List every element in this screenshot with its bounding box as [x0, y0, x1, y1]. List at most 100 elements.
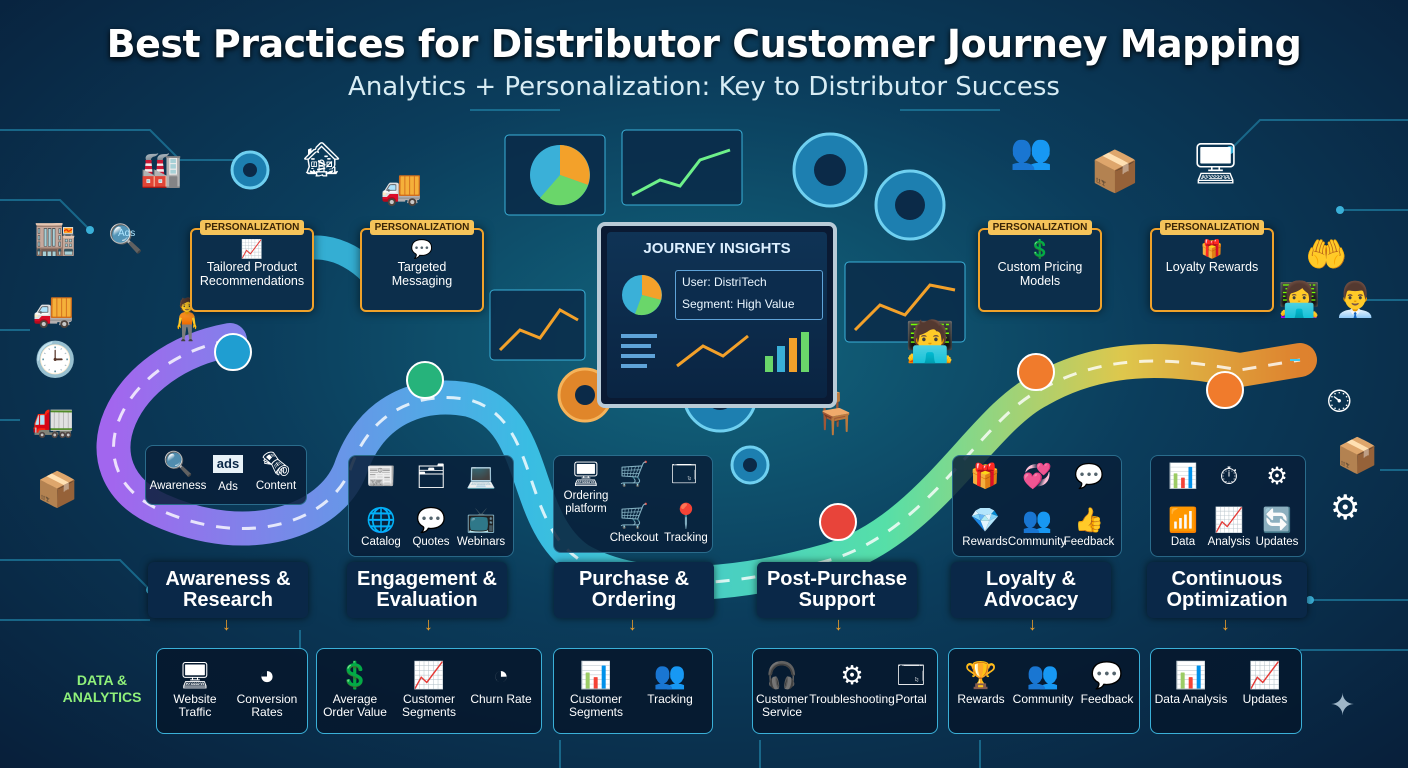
analytics-label: Feedback: [1080, 692, 1134, 706]
comment-icon: 💬: [1074, 463, 1104, 490]
pie-chart-icon: [622, 275, 662, 316]
analytics-box-engagement: 💲Average Order Value 📈Customer Segments …: [316, 648, 542, 734]
thumbs-up-icon: 👍: [1074, 507, 1104, 534]
ads-bubble: Ads: [118, 228, 136, 239]
people-tracking-icon: 👥: [653, 660, 687, 690]
bar-growth-icon: 📊: [1168, 463, 1198, 490]
stage-loyalty: Loyalty & Advocacy: [951, 562, 1111, 618]
feedback-bubble-icon: 💬: [1090, 660, 1124, 690]
personalization-text: Tailored Product Recommendations: [199, 260, 305, 288]
analytics-label: Community: [1012, 692, 1074, 706]
laptop-play-icon: 💻: [466, 463, 496, 490]
gear-settings-icon: ⚙: [1330, 489, 1361, 527]
personalization-tag: PERSONALIZATION: [1160, 220, 1264, 235]
community-people-icon: 👥: [1026, 660, 1060, 690]
hand-support-icon: 🤲: [1305, 236, 1348, 274]
gauge-icon: ⏲: [1326, 382, 1353, 420]
conversion-pie-icon: ◕: [259, 660, 275, 690]
dollar-icon: 💲: [1028, 239, 1052, 259]
website-traffic-icon: 🖥: [178, 660, 212, 690]
stage-post-purchase: Post-Purchase Support: [757, 562, 917, 618]
data-analytics-label: DATA & ANALYTICS: [62, 672, 142, 705]
icon-label: Quotes: [412, 536, 450, 548]
gift-box-icon: 🎁: [970, 463, 1000, 490]
personalization-loyalty: PERSONALIZATION 🎁 Loyalty Rewards: [1150, 220, 1274, 312]
person-laptop-icon: 👩‍💻: [1278, 281, 1321, 319]
analytics-label: Updates: [1242, 692, 1288, 706]
refresh-icon: 🔄: [1262, 507, 1292, 534]
person-shield-icon: 👨‍💼: [1334, 281, 1377, 319]
user-info-box: User: DistriTech Segment: High Value: [675, 270, 823, 320]
delivery-truck-icon: 🚚: [380, 169, 423, 207]
icon-label: Feedback: [1063, 536, 1115, 548]
stage-optimization: Continuous Optimization: [1147, 562, 1307, 618]
location-pin-icons: [213, 333, 1245, 542]
icon-label: Catalog: [361, 536, 401, 548]
segments-chart-icon: 📈: [412, 660, 446, 690]
icon-label: Updates: [1255, 536, 1299, 548]
personalization-text: Loyalty Rewards: [1165, 260, 1259, 274]
analytics-label: Customer Service: [755, 692, 808, 719]
warehouse-icon: 🏭: [140, 151, 183, 189]
clock-icon: 🕒: [34, 341, 77, 379]
updates-chart-icon: 📈: [1248, 660, 1282, 690]
insights-user: User: DistriTech: [682, 275, 767, 289]
analytics-label: Website Traffic: [173, 692, 217, 719]
speedometer-icon: ⏱: [1219, 463, 1239, 490]
analytics-label: Churn Rate: [470, 692, 532, 706]
icon-label: Ads: [218, 481, 238, 493]
icon-label: Tracking: [664, 532, 708, 544]
icon-label: Awareness: [149, 480, 207, 492]
personalization-pricing: PERSONALIZATION 💲 Custom Pricing Models: [978, 220, 1102, 312]
ads-search-icon: 🔍: [108, 223, 143, 254]
icon-label: Content: [255, 480, 297, 492]
coin-icon: 💲: [338, 660, 372, 690]
analysis-icon: 📈: [1214, 507, 1244, 534]
message-icon: 💬: [410, 239, 434, 259]
stage-engagement: Engagement & Evaluation: [347, 562, 507, 618]
segments-bar-icon: 📊: [579, 660, 613, 690]
down-arrow-icon: ↓: [1221, 614, 1230, 634]
community-icon: 👥: [1022, 507, 1052, 534]
analytics-label: Portal: [895, 692, 927, 706]
cart-icon: 🛒: [619, 461, 649, 488]
analytics-label: Customer Segments: [401, 692, 457, 719]
personalization-text: Targeted Messaging: [391, 260, 453, 288]
personalization-tag: PERSONALIZATION: [370, 220, 474, 235]
content-icon: 🗞: [260, 451, 292, 478]
quotes-doc-icon: 🗂: [415, 463, 447, 490]
personalization-recommendations: PERSONALIZATION 📈 Tailored Product Recom…: [190, 220, 314, 312]
icon-label: Ordering platform: [563, 490, 609, 515]
trophy-icon: 🏆: [964, 660, 998, 690]
personalization-text: Custom Pricing Models: [997, 260, 1083, 288]
ordering-screen-icon: 🖥: [570, 461, 602, 488]
personalization-messaging: PERSONALIZATION 💬 Targeted Messaging: [360, 220, 484, 312]
churn-ring-icon: ◔: [493, 660, 509, 690]
analytics-label: Data Analysis: [1154, 692, 1228, 706]
optimization-icons: 📊 ⏱ ⚙ 📶Data 📈Analysis 🔄Updates: [1150, 455, 1306, 557]
down-arrow-icon: ↓: [424, 614, 433, 634]
icon-label: Rewards: [962, 536, 1008, 548]
store-icon: 🏬: [34, 219, 77, 257]
data-analysis-icon: 📊: [1174, 660, 1208, 690]
catalog-icon: 📰: [366, 463, 396, 490]
sparkle-icon: ✦: [1330, 689, 1356, 722]
analytics-label: Rewards: [957, 692, 1005, 706]
insights-segment: Segment: High Value: [682, 297, 795, 311]
analytics-label: Average Order Value: [323, 692, 387, 719]
analytics-box-loyalty: 🏆 Rewards 👥 Community 💬 Feedback: [948, 648, 1140, 734]
chat-icon: 💬: [416, 507, 446, 534]
dashboard-window-icon: 🖥: [1190, 142, 1241, 186]
page-title: Best Practices for Distributor Customer …: [106, 22, 1302, 66]
down-arrow-icon: ↓: [834, 614, 843, 634]
video-icon: 📺: [466, 507, 496, 534]
insights-title: JOURNEY INSIGHTS: [643, 240, 791, 257]
tracking-pin-icon: 📍: [671, 503, 701, 530]
icon-label: Analysis: [1207, 536, 1251, 548]
stage-awareness: Awareness & Research: [148, 562, 308, 618]
personalization-tag: PERSONALIZATION: [200, 220, 304, 235]
truck-icon: 🚚: [32, 291, 75, 329]
analytics-label: Tracking: [647, 692, 693, 706]
bar-chart-icon: [676, 332, 809, 372]
